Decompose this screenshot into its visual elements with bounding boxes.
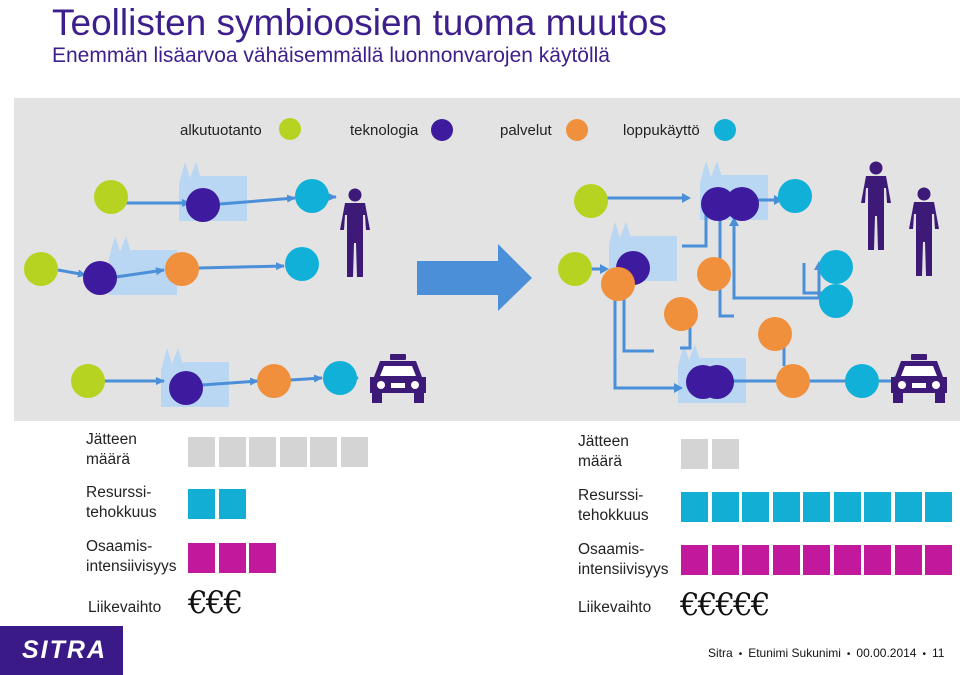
waste-square (188, 437, 215, 467)
after-revenue-label: Liikevaihto (578, 599, 652, 616)
waste-square (340, 437, 368, 467)
alkutuotanto-node (574, 184, 608, 218)
transition-arrow-icon (417, 244, 532, 311)
sitra-logo-text: SITRA (22, 636, 107, 664)
loppukaytto-node (285, 247, 319, 281)
loppukaytto-node (819, 250, 853, 284)
waste-square (218, 437, 246, 467)
car-icon (891, 354, 947, 403)
knowledge-square (833, 545, 861, 575)
waste-square (681, 439, 708, 469)
palvelut-node (601, 267, 635, 301)
efficiency-square (925, 492, 952, 522)
knowledge-square (188, 543, 215, 573)
efficiency-square (833, 492, 861, 522)
legend-label-teknologia: teknologia (350, 122, 419, 139)
page-title: Teollisten symbioosien tuoma muutos (52, 2, 667, 43)
loppukaytto-node (819, 284, 853, 318)
legend-dot-palvelut (566, 119, 588, 141)
palvelut-node (257, 364, 291, 398)
knowledge-square (803, 545, 830, 575)
flow-arrow (57, 268, 87, 278)
palvelut-node (776, 364, 810, 398)
knowledge-square (864, 545, 891, 575)
after-efficiency-label: Resurssi-tehokkuus (578, 487, 649, 524)
before-revenue-label: Liikevaihto (88, 599, 162, 616)
person-icon (909, 187, 939, 276)
alkutuotanto-node (71, 364, 105, 398)
legend-label-loppukaytto: loppukäyttö (623, 122, 700, 139)
before-efficiency-label: Resurssi-tehokkuus (86, 484, 157, 521)
palvelut-node (758, 317, 792, 351)
teknologia-node (701, 187, 735, 221)
knowledge-square (711, 545, 739, 575)
sitra-logo (0, 626, 123, 675)
teknologia-node (186, 188, 220, 222)
person-icon (340, 188, 370, 277)
footer-org: Sitra (708, 646, 733, 660)
waste-square (279, 437, 307, 467)
diagram-panel: alkutuotanto teknologia palvelut loppukä… (14, 98, 960, 421)
flow-arrow (198, 262, 285, 271)
legend-dot-loppukaytto (714, 119, 736, 141)
teknologia-node (725, 187, 759, 221)
teknologia-node (83, 261, 117, 295)
loppukaytto-node (323, 361, 357, 395)
knowledge-square (925, 545, 952, 575)
efficiency-square (894, 492, 922, 522)
alkutuotanto-node (94, 180, 128, 214)
page-subtitle: Enemmän lisäarvoa vähäisemmällä luonnonv… (52, 44, 610, 67)
after-knowledge-label: Osaamis-intensiivisyys (578, 541, 669, 578)
alkutuotanto-node (24, 252, 58, 286)
palvelut-node (664, 297, 698, 331)
car-icon (370, 354, 426, 403)
legend-dot-teknologia (431, 119, 453, 141)
legend-label-alkutuotanto: alkutuotanto (180, 122, 262, 139)
legend-label-palvelut: palvelut (500, 122, 552, 139)
teknologia-node (169, 371, 203, 405)
loppukaytto-node (845, 364, 879, 398)
flow-arrow (115, 267, 165, 279)
arrow-heads (600, 193, 903, 393)
efficiency-square (681, 492, 708, 522)
footer-author: Etunimi Sukunimi (748, 646, 841, 660)
knowledge-square (894, 545, 922, 575)
waste-square (310, 437, 337, 467)
waste-square (711, 439, 739, 469)
network-diagram (24, 161, 947, 407)
efficiency-square (188, 489, 215, 519)
efficiency-square (864, 492, 891, 522)
footer-date: 00.00.2014 (856, 646, 917, 660)
legend-dot-alkutuotanto (279, 118, 301, 140)
knowledge-square (218, 543, 246, 573)
efficiency-square (218, 489, 246, 519)
knowledge-square (681, 545, 708, 575)
knowledge-square (772, 545, 800, 575)
efficiency-square (711, 492, 739, 522)
before-knowledge-label: Osaamis-intensiivisyys (86, 538, 177, 575)
efficiency-square (772, 492, 800, 522)
efficiency-square (742, 492, 769, 522)
person-icon (861, 161, 891, 250)
waste-square (249, 437, 276, 467)
flow-arrow (219, 194, 296, 206)
knowledge-square (249, 543, 276, 573)
palvelut-node (697, 257, 731, 291)
after-revenue-symbols: €€€€€ (680, 587, 771, 623)
knowledge-square (742, 545, 769, 575)
loppukaytto-node (295, 179, 329, 213)
efficiency-square (803, 492, 830, 522)
palvelut-node (165, 252, 199, 286)
before-revenue-symbols: €€€ (188, 585, 243, 621)
loppukaytto-node (778, 179, 812, 213)
slide-footer: Sitra•Etunimi Sukunimi•00.00.2014•11 (708, 646, 945, 660)
teknologia-node (700, 365, 734, 399)
alkutuotanto-node (558, 252, 592, 286)
footer-page: 11 (932, 646, 945, 660)
